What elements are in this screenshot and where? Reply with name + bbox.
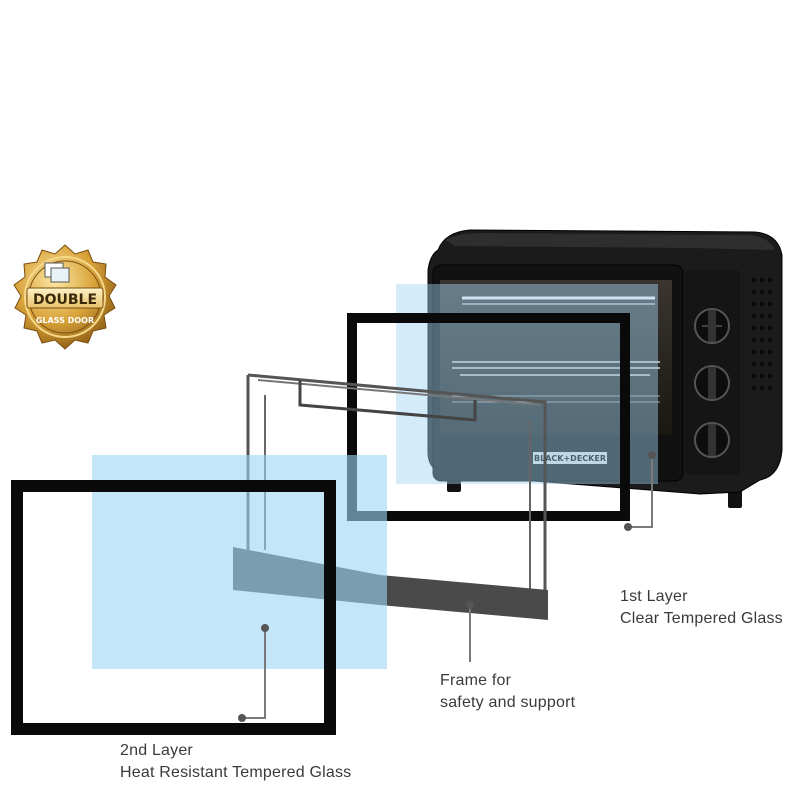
frame-title: Frame for [440,672,512,689]
side-vents [752,278,772,390]
function-knob [694,365,730,401]
first-layer-glass [347,284,658,521]
first-layer-description: Clear Tempered Glass [620,610,783,627]
frame-label: Frame for safety and support [440,670,575,714]
oven-interior [440,280,672,435]
oven-foot [728,490,742,508]
second-layer-title: 2nd Layer [120,742,193,759]
second-layer-description: Heat Resistant Tempered Glass [120,764,352,781]
leader-lines [242,455,653,719]
badge-seal [13,244,117,350]
oven-top-highlight [445,233,775,250]
timer-knob [694,422,730,458]
second-layer-glass [11,455,387,735]
double-glass-door-badge: DOUBLE GLASS DOOR [13,244,117,350]
brand-logo-text: BLACK+DECKER [534,454,606,463]
first-layer-label: 1st Layer Clear Tempered Glass [620,586,783,630]
first-layer-title: 1st Layer [620,588,688,605]
temperature-knob [694,308,730,344]
badge-title: DOUBLE [33,292,97,308]
second-layer-label: 2nd Layer Heat Resistant Tempered Glass [120,740,351,784]
leader-dots [238,451,656,722]
frame-description: safety and support [440,694,576,711]
badge-subtitle: GLASS DOOR [36,316,94,325]
brand-plate [533,452,607,464]
